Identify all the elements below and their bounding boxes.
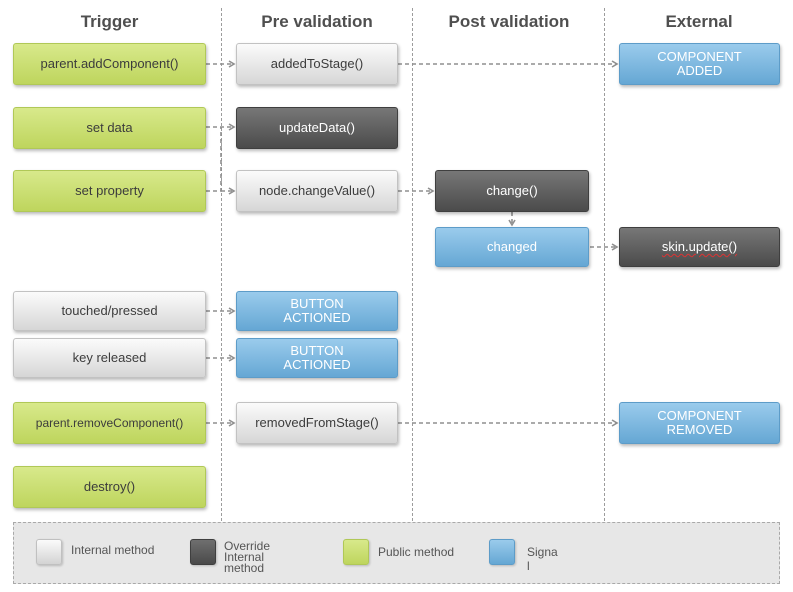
node-removed-from-stage: removedFromStage() (236, 402, 398, 444)
node-destroy: destroy() (13, 466, 206, 508)
node-change-value: node.changeValue() (236, 170, 398, 212)
legend: Internal method Override Internal method… (13, 522, 780, 584)
column-header-post-validation: Post validation (448, 12, 570, 31)
column-separator (412, 8, 413, 521)
column-header-trigger: Trigger (80, 12, 139, 31)
legend-label-public: Public method (378, 545, 455, 559)
column-separator (221, 8, 222, 521)
arrow-setproperty-to-update (206, 127, 222, 192)
column-header-external: External (665, 12, 733, 31)
legend-label-signal: Signa l (527, 545, 558, 573)
node-update-data: updateData() (236, 107, 398, 149)
node-set-property: set property (13, 170, 206, 212)
node-parent-remove-component: parent.removeComponent() (13, 402, 206, 444)
node-changed: changed (435, 227, 589, 267)
column-header-pre-validation: Pre validation (261, 12, 373, 31)
column-separator (604, 8, 605, 521)
legend-swatch-override (190, 539, 216, 565)
legend-label-internal: Internal method (71, 543, 155, 557)
node-key-released: key released (13, 338, 206, 378)
node-skin-update: skin.update() (619, 227, 780, 267)
node-touched-pressed: touched/pressed (13, 291, 206, 331)
legend-swatch-public (343, 539, 369, 565)
node-change: change() (435, 170, 589, 212)
node-added-to-stage: addedToStage() (236, 43, 398, 85)
legend-label-override: Override Internal method (224, 539, 271, 575)
legend-swatch-signal (489, 539, 515, 565)
legend-swatch-internal (36, 539, 62, 565)
node-set-data: set data (13, 107, 206, 149)
node-parent-add-component: parent.addComponent() (13, 43, 206, 85)
